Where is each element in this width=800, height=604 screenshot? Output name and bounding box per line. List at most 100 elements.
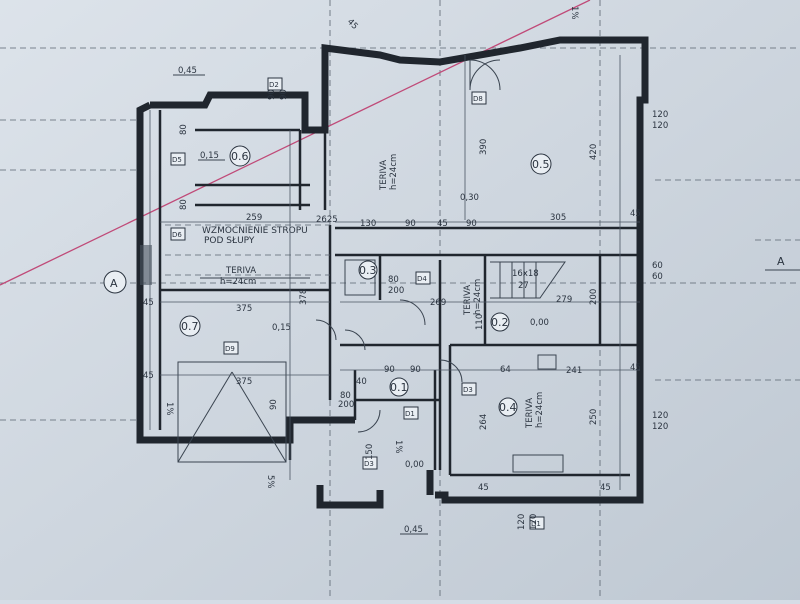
dim-110: 110 xyxy=(475,314,485,330)
section-marker-right: A xyxy=(765,255,800,271)
elev-outside: 0,45 xyxy=(178,66,197,76)
dim-264: 264 xyxy=(479,414,489,430)
chimney-block xyxy=(140,245,152,285)
room-id-05: 0.5 xyxy=(532,158,550,171)
section-label-right: A xyxy=(777,255,785,268)
beam-note: WZMOCNIENIE STROPU POD SŁUPY xyxy=(202,226,308,246)
dim-45-bottom: 45 xyxy=(478,483,489,493)
window-top-2: 120 xyxy=(652,121,668,131)
room-labels: 0.1 0.2 0.3 0.4 0.5 0.6 0.7 xyxy=(179,145,552,417)
dim-259: 259 xyxy=(246,213,262,223)
door-tag: D4 xyxy=(417,275,427,283)
dim-90b: 90 xyxy=(466,219,477,229)
door-tag: D2 xyxy=(269,81,279,89)
dim-90-garage: 90 xyxy=(269,399,279,410)
dim-279: 279 xyxy=(556,295,572,305)
dim-45: 45 xyxy=(437,219,448,229)
beam-note-line1: WZMOCNIENIE STROPU xyxy=(202,226,308,236)
dim-64: 64 xyxy=(500,365,511,375)
dim-390: 390 xyxy=(479,139,489,155)
stair-label: 16x18 xyxy=(512,269,539,279)
elev-07: 0,15 xyxy=(272,323,291,333)
door-tag: D1 xyxy=(405,410,415,418)
teriva-4-name: TERIVA xyxy=(525,398,535,429)
dim-90-top: 90 xyxy=(267,89,277,100)
door-tag: D1 xyxy=(531,520,541,528)
slope-hall: 1% xyxy=(393,440,403,454)
window-right-2: 60 xyxy=(652,272,663,282)
dim-80: 80 xyxy=(388,275,399,285)
dim-90-hall: 90 xyxy=(384,365,395,375)
teriva-3-h: h=24cm xyxy=(473,279,483,315)
elev-05: 0,30 xyxy=(460,193,479,203)
dimension-labels: 259 375 375 378 130 90 45 90 305 269 279… xyxy=(143,89,641,530)
window-right2-1: 120 xyxy=(652,411,668,421)
room-id-02: 0.2 xyxy=(491,316,509,329)
dim-80-left: 80 xyxy=(179,124,189,135)
dim-378: 378 xyxy=(299,289,309,305)
dim-40: 40 xyxy=(356,377,367,387)
dim-90-top2: 90 xyxy=(279,89,289,100)
slope-topright: 1% xyxy=(569,6,579,20)
slope-left: 1% xyxy=(164,402,174,416)
teriva-4-h: h=24cm xyxy=(535,392,545,428)
kitchen-stove xyxy=(537,354,557,370)
slope-garage: 5% xyxy=(265,475,275,489)
dim-80-left2: 80 xyxy=(179,199,189,210)
teriva-3-name: TERIVA xyxy=(463,285,473,316)
dim-420: 420 xyxy=(589,144,599,160)
section-cut-line xyxy=(0,0,591,286)
dim-45-left2: 45 xyxy=(143,371,154,381)
dim-150: 150 xyxy=(365,444,375,460)
teriva-2-h: h=24cm xyxy=(389,154,399,190)
dimension-lines xyxy=(149,55,640,490)
room-id-06: 0.6 xyxy=(231,150,249,163)
dim-241: 241 xyxy=(566,366,582,376)
dim-120-bottom: 120 xyxy=(517,514,527,530)
door-tag: D3 xyxy=(463,386,473,394)
window-right-1: 60 xyxy=(652,261,663,271)
dim-80-hall: 80 xyxy=(340,391,351,401)
door-tag: D3 xyxy=(364,460,374,468)
door-tag: D5 xyxy=(172,156,182,164)
beam-note-line2: POD SŁUPY xyxy=(204,236,255,246)
teriva-notes: TERIVA h=24cm TERIVA h=24cm TERIVA h=24c… xyxy=(200,154,545,429)
window-tags: 120 120 60 60 120 120 xyxy=(652,110,668,432)
dim-90: 90 xyxy=(405,219,416,229)
dim-2625: 2625 xyxy=(316,215,338,225)
staircase: 16x18 27 xyxy=(490,261,566,299)
dim-45-right2: 45 xyxy=(630,363,641,373)
dim-375: 375 xyxy=(236,304,252,314)
section-label-left: A xyxy=(110,277,118,290)
teriva-1-h: h=24cm xyxy=(220,277,256,287)
door-tags: D3 D4 D5 D6 D8 D9 D2 D1 D3 D1 xyxy=(170,77,545,530)
dim-269: 269 xyxy=(430,298,446,308)
room-id-01: 0.1 xyxy=(390,381,408,394)
dim-45-left: 45 xyxy=(143,298,154,308)
car-bay xyxy=(177,361,287,463)
room-id-07: 0.7 xyxy=(181,320,199,333)
dim-250: 250 xyxy=(589,409,599,425)
dim-90-hall2: 90 xyxy=(410,365,421,375)
room-id-04: 0.4 xyxy=(499,401,517,414)
dim-305: 305 xyxy=(550,213,566,223)
dim-200: 200 xyxy=(589,289,599,305)
section-marker-left: A xyxy=(103,270,127,294)
elev-01: 0,00 xyxy=(405,460,424,470)
door-tag: D6 xyxy=(172,231,182,239)
dim-200b: 200 xyxy=(388,286,404,296)
dim-120-bottom2: 120 xyxy=(529,514,539,530)
bathroom-fixture xyxy=(344,259,376,296)
window-right2-2: 120 xyxy=(652,422,668,432)
dim-45-bottom2: 45 xyxy=(600,483,611,493)
room-id-03: 0.3 xyxy=(359,264,377,277)
door-tag: D8 xyxy=(473,95,483,103)
dim-45-right: 45 xyxy=(630,209,641,219)
stair-sub: 27 xyxy=(518,281,529,291)
door-tag: D9 xyxy=(225,345,235,353)
kitchen-sink xyxy=(512,454,564,473)
dim-375b: 375 xyxy=(236,377,252,387)
dim-200-hall: 200 xyxy=(338,400,354,410)
